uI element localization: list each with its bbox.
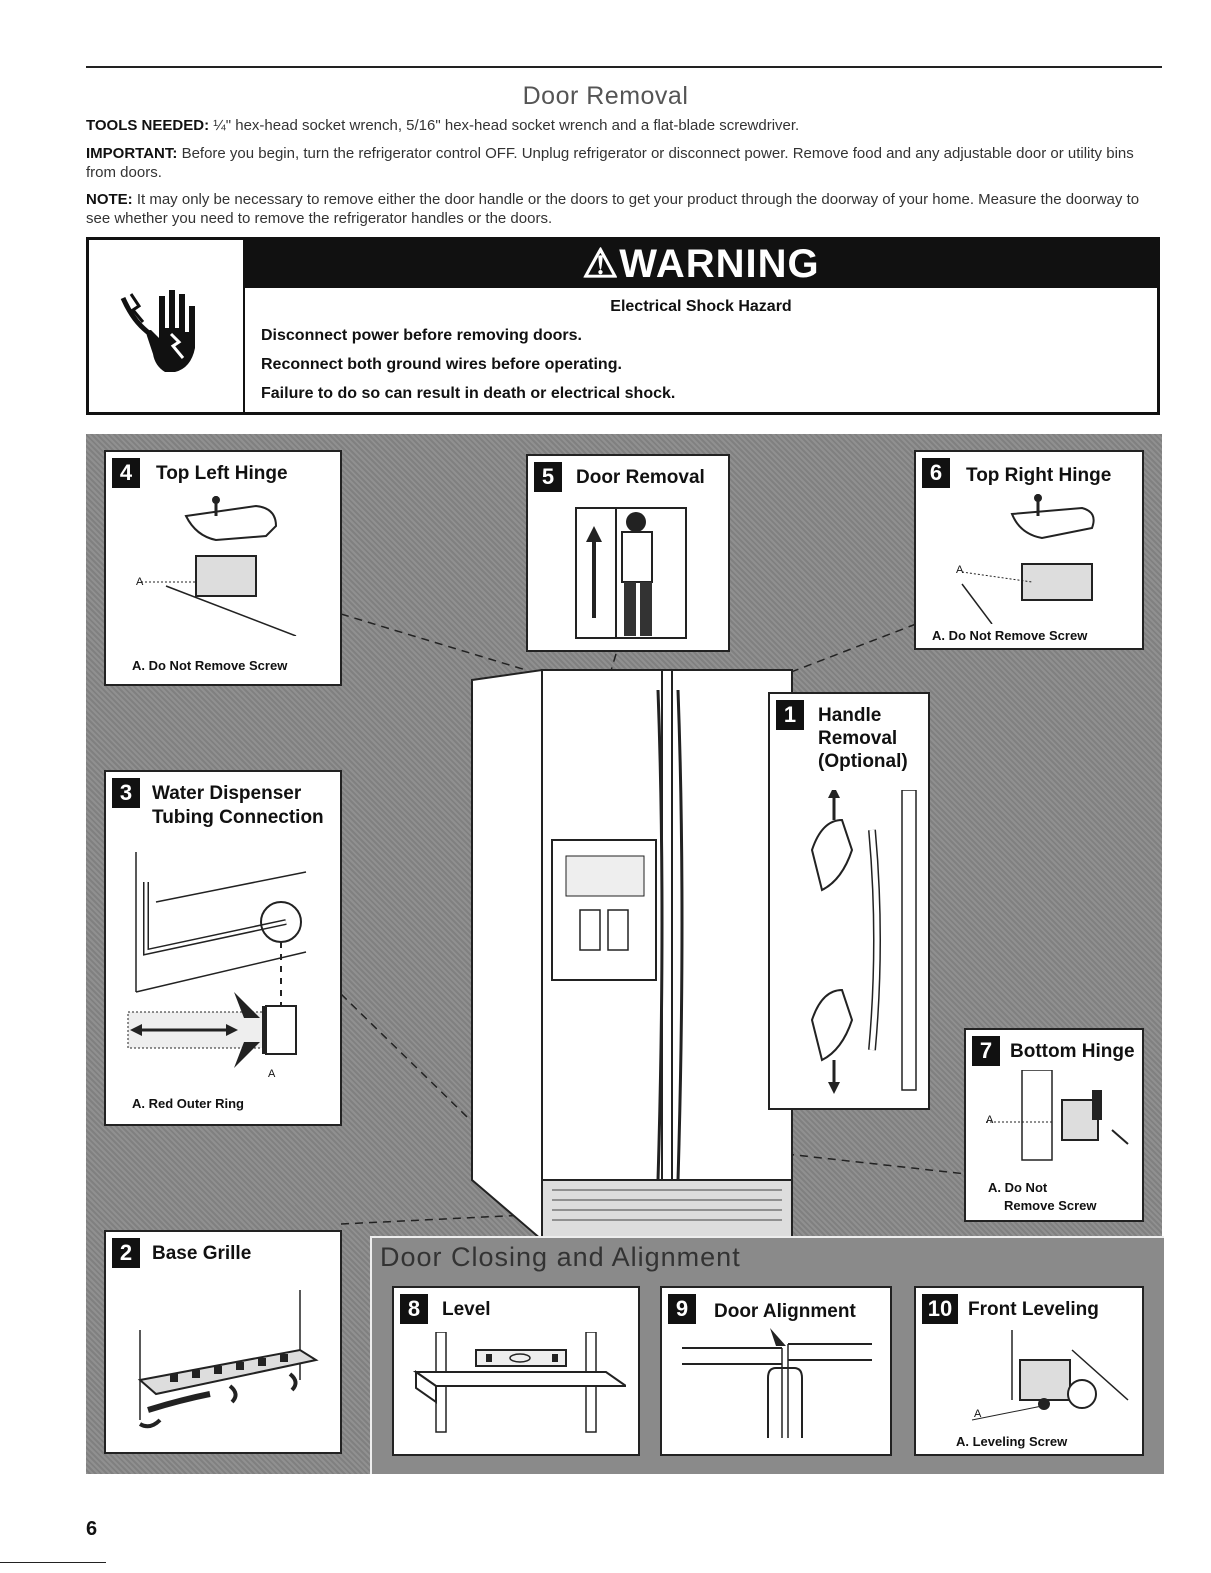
callout-label: A [956, 564, 964, 576]
step-5-door-removal: 5 Door Removal [526, 454, 730, 652]
base-grille-illustration [137, 1290, 319, 1429]
step-title-line-1: Water Dispenser [152, 783, 302, 804]
important-text: Before you begin, turn the refrigerator … [86, 145, 1134, 181]
step-caption-line-2: Remove Screw [1004, 1198, 1097, 1213]
warning-box: ⚠WARNING Electrical Shock Hazard Disconn… [86, 237, 1160, 415]
step-2-base-grille: 2 Base Grille [104, 1230, 342, 1454]
callout-label: A [974, 1408, 982, 1420]
step-10-front-leveling: 10 Front Leveling A A. Leveling Screw [914, 1286, 1144, 1456]
step-title: Front Leveling [968, 1299, 1099, 1320]
step-number: 5 [534, 462, 562, 492]
important-note: IMPORTANT: Before you begin, turn the re… [86, 144, 1166, 182]
door-alignment-illustration [682, 1328, 872, 1438]
step-6-top-right-hinge: 6 Top Right Hinge A A. Do Not Remove Scr… [914, 450, 1144, 650]
page-number: 6 [86, 1518, 98, 1540]
step-title: Bottom Hinge [1010, 1041, 1135, 1062]
bottom-hinge-illustration [986, 1070, 1129, 1161]
step-number: 2 [112, 1238, 140, 1268]
step-number: 9 [668, 1294, 696, 1324]
warning-icon-box [89, 240, 245, 412]
step-title: Top Left Hinge [156, 463, 288, 484]
hinge-illustration [141, 496, 297, 636]
handle-removal-illustration [810, 790, 917, 1094]
step-number: 6 [922, 458, 950, 488]
top-rule [86, 66, 1162, 68]
step-1-handle-removal: 1 Handle Removal (Optional) [768, 692, 930, 1110]
callout-label: A [986, 1114, 994, 1126]
electric-shock-hand-icon [120, 290, 195, 372]
bottom-rule [0, 1562, 106, 1563]
tools-text: ¼" hex-head socket wrench, 5/16" hex-hea… [213, 117, 800, 134]
hazard-title: Electrical Shock Hazard [610, 298, 792, 315]
step-3-water-dispenser-tubing: 3 Water Dispenser Tubing Connection A A.… [104, 770, 342, 1126]
tools-needed: TOOLS NEEDED: ¼" hex-head socket wrench,… [86, 116, 1166, 135]
step-caption-line-1: A. Do Not [988, 1180, 1048, 1195]
refrigerator-illustration [471, 668, 793, 1243]
warning-banner: ⚠WARNING [245, 240, 1157, 288]
important-label: IMPORTANT: [86, 145, 178, 162]
step-4-top-left-hinge: 4 Top Left Hinge A A. Do Not Remove Scre… [104, 450, 342, 686]
step-number: 3 [112, 778, 140, 808]
warning-line-3: Failure to do so can result in death or … [261, 385, 676, 402]
step-title: Base Grille [152, 1243, 252, 1264]
step-number: 7 [972, 1036, 1000, 1066]
step-title-line-2: Tubing Connection [152, 807, 324, 828]
hinge-illustration [961, 494, 1095, 624]
tools-label: TOOLS NEEDED: [86, 117, 210, 134]
level-illustration [412, 1332, 626, 1433]
door-removal-illustration [575, 507, 687, 639]
step-title-line-1: Handle [818, 705, 882, 726]
step-caption: A. Red Outer Ring [132, 1096, 244, 1111]
step-8-level: 8 Level [392, 1286, 640, 1456]
warning-line-1: Disconnect power before removing doors. [261, 327, 582, 344]
step-number: 8 [400, 1294, 428, 1324]
tubing-illustration [127, 852, 307, 1068]
step-caption: A. Do Not Remove Screw [132, 658, 288, 673]
door-closing-title: Door Closing and Alignment [380, 1242, 741, 1272]
step-number: 10 [922, 1294, 958, 1324]
step-title-line-2: Removal [818, 728, 898, 749]
step-caption: A. Leveling Screw [956, 1434, 1068, 1449]
step-title-line-3: (Optional) [818, 751, 908, 772]
warning-line-2: Reconnect both ground wires before opera… [261, 356, 622, 373]
note-label: NOTE: [86, 191, 133, 208]
front-leveling-illustration [971, 1330, 1129, 1421]
illustration-panel: 4 Top Left Hinge A A. Do Not Remove Scre… [86, 434, 1164, 1474]
step-7-bottom-hinge: 7 Bottom Hinge A A. Do Not Remove Screw [964, 1028, 1144, 1222]
step-number: 1 [776, 700, 804, 730]
step-title: Door Removal [576, 467, 705, 488]
callout-label: A [268, 1068, 276, 1080]
step-title: Top Right Hinge [966, 465, 1112, 486]
step-title: Door Alignment [714, 1301, 856, 1322]
step-title: Level [442, 1299, 491, 1320]
callout-label: A [136, 576, 144, 588]
step-number: 4 [112, 458, 140, 488]
page-title: Door Removal [522, 82, 689, 110]
note-text: It may only be necessary to remove eithe… [86, 191, 1140, 227]
step-9-door-alignment: 9 Door Alignment [660, 1286, 892, 1456]
step-caption: A. Do Not Remove Screw [932, 628, 1088, 643]
note: NOTE: It may only be necessary to remove… [86, 190, 1166, 228]
